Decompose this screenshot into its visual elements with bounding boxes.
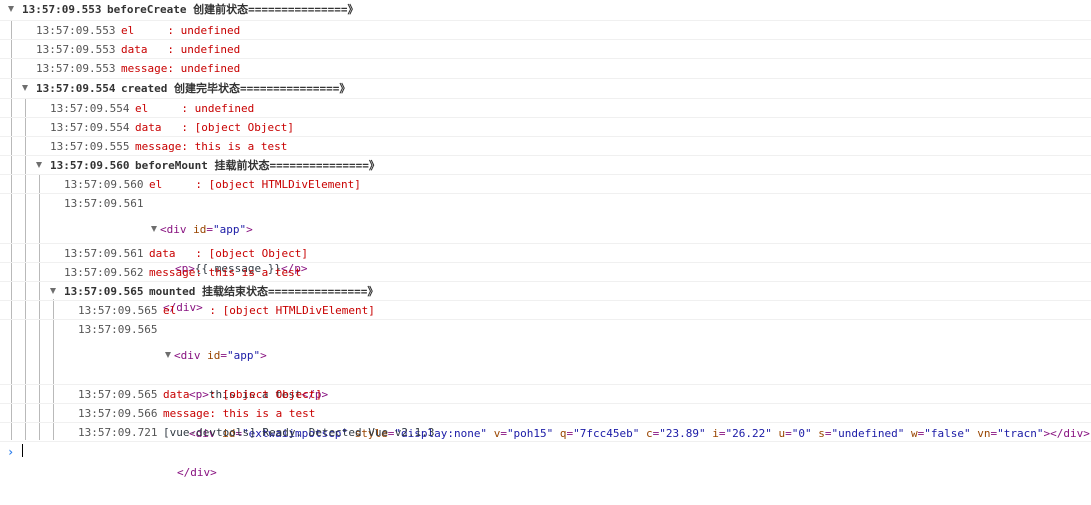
group-label: mounted 挂载结束状态===============》 — [149, 285, 379, 298]
expand-triangle-icon[interactable] — [22, 85, 28, 91]
console-message: 13:57:09.553 el : undefined — [0, 21, 1091, 40]
timestamp: 13:57:09.553 — [22, 3, 102, 16]
console-input-caret[interactable] — [22, 444, 23, 457]
console-message: 13:57:09.553 message: undefined — [0, 59, 1091, 79]
timestamp: 13:57:09.561 — [64, 247, 144, 260]
dom-close-line: </div> — [177, 466, 217, 479]
expand-triangle-icon[interactable] — [8, 6, 14, 12]
timestamp: 13:57:09.555 — [50, 140, 130, 153]
console-message: 13:57:09.553 data : undefined — [0, 40, 1091, 59]
dom-child-line[interactable]: <p>this is a test</p> — [189, 388, 329, 401]
dom-close-line: </div> — [163, 301, 203, 314]
group-guide-line — [11, 21, 12, 440]
timestamp: 13:57:09.560 — [50, 159, 130, 172]
expand-triangle-icon[interactable] — [50, 288, 56, 294]
dom-open-line[interactable]: <div id="app"> — [151, 223, 307, 236]
timestamp: 13:57:09.721 — [78, 426, 158, 439]
console-message: 13:57:09.554 data : [object Object] — [0, 118, 1091, 137]
console-message: 13:57:09.566 message: this is a test — [0, 404, 1091, 423]
console-message: 13:57:09.560 el : [object HTMLDivElement… — [0, 175, 1091, 194]
group-guide-line — [39, 174, 40, 440]
console-group-header[interactable]: 13:57:09.554 created 创建完毕状态=============… — [0, 79, 1091, 99]
timestamp: 13:57:09.565 — [64, 285, 144, 298]
expand-triangle-icon[interactable] — [36, 162, 42, 168]
log-text: message: this is a test — [135, 140, 288, 153]
log-text: el : [object HTMLDivElement] — [163, 304, 375, 317]
timestamp: 13:57:09.562 — [64, 266, 144, 279]
group-label: created 创建完毕状态===============》 — [121, 82, 351, 95]
log-text: el : [object HTMLDivElement] — [149, 178, 361, 191]
console-message: 13:57:09.555 message: this is a test — [0, 137, 1091, 156]
group-label: beforeMount 挂载前状态===============》 — [135, 159, 380, 172]
timestamp: 13:57:09.553 — [36, 43, 116, 56]
console-message: 13:57:09.554 el : undefined — [0, 99, 1091, 118]
timestamp: 13:57:09.554 — [50, 102, 130, 115]
log-text: data : [object Object] — [163, 388, 322, 401]
console-message: 13:57:09.565 data : [object Object] — [0, 385, 1091, 404]
group-guide-line — [53, 299, 54, 440]
group-guide-line — [25, 98, 26, 440]
console-message: 13:57:09.565 el : [object HTMLDivElement… — [0, 301, 1091, 320]
dom-node-tree[interactable]: <div id="app"> <p>this is a test</p> <di… — [165, 323, 1090, 505]
expand-triangle-icon[interactable] — [165, 352, 171, 358]
timestamp: 13:57:09.553 — [36, 24, 116, 37]
dom-node-tree[interactable]: <div id="app"> <p>{{ message }}</p> </di… — [151, 197, 307, 340]
console-dom-message: 13:57:09.561 <div id="app"> <p>{{ messag… — [0, 194, 1091, 314]
timestamp: 13:57:09.554 — [50, 121, 130, 134]
dom-open-line[interactable]: <div id="app"> — [165, 349, 1090, 362]
log-text: data : [object Object] — [135, 121, 294, 134]
log-text: el : undefined — [121, 24, 241, 37]
console-panel: 13:57:09.553 beforeCreate 创建前状态=========… — [0, 0, 1091, 479]
timestamp: 13:57:09.565 — [78, 323, 158, 336]
log-text: message: this is a test — [163, 407, 316, 420]
log-text: message: this is a test — [149, 266, 302, 279]
log-text: data : undefined — [121, 43, 241, 56]
console-message: 13:57:09.561 data : [object Object] — [0, 244, 1091, 263]
timestamp: 13:57:09.561 — [64, 197, 144, 210]
console-group-header[interactable]: 13:57:09.553 beforeCreate 创建前状态=========… — [0, 0, 1091, 21]
log-text: message: undefined — [121, 62, 241, 75]
timestamp: 13:57:09.565 — [78, 388, 158, 401]
expand-triangle-icon[interactable] — [151, 226, 157, 232]
group-label: beforeCreate 创建前状态===============》 — [107, 3, 359, 16]
log-text: el : undefined — [135, 102, 255, 115]
console-dom-message: 13:57:09.565 <div id="app"> <p>this is a… — [0, 320, 1091, 479]
timestamp: 13:57:09.566 — [78, 407, 158, 420]
console-group-header[interactable]: 13:57:09.565 mounted 挂载结束状态=============… — [0, 282, 1091, 301]
console-message: 13:57:09.562 message: this is a test — [0, 263, 1091, 282]
console-prompt-icon: › — [7, 445, 15, 459]
console-group-header[interactable]: 13:57:09.560 beforeMount 挂载前状态==========… — [0, 156, 1091, 175]
console-message: 13:57:09.721 [vue-devtools] Ready. Detec… — [0, 423, 1091, 442]
timestamp: 13:57:09.560 — [64, 178, 144, 191]
dom-child-line[interactable]: <div id="extwaiimpotscp" style="display:… — [189, 427, 1090, 440]
timestamp: 13:57:09.553 — [36, 62, 116, 75]
log-text: [vue-devtools] Ready. Detected Vue v2.1.… — [163, 426, 435, 439]
timestamp: 13:57:09.554 — [36, 82, 116, 95]
dom-child-line[interactable]: <p>{{ message }}</p> — [175, 262, 308, 275]
log-text: data : [object Object] — [149, 247, 308, 260]
timestamp: 13:57:09.565 — [78, 304, 158, 317]
